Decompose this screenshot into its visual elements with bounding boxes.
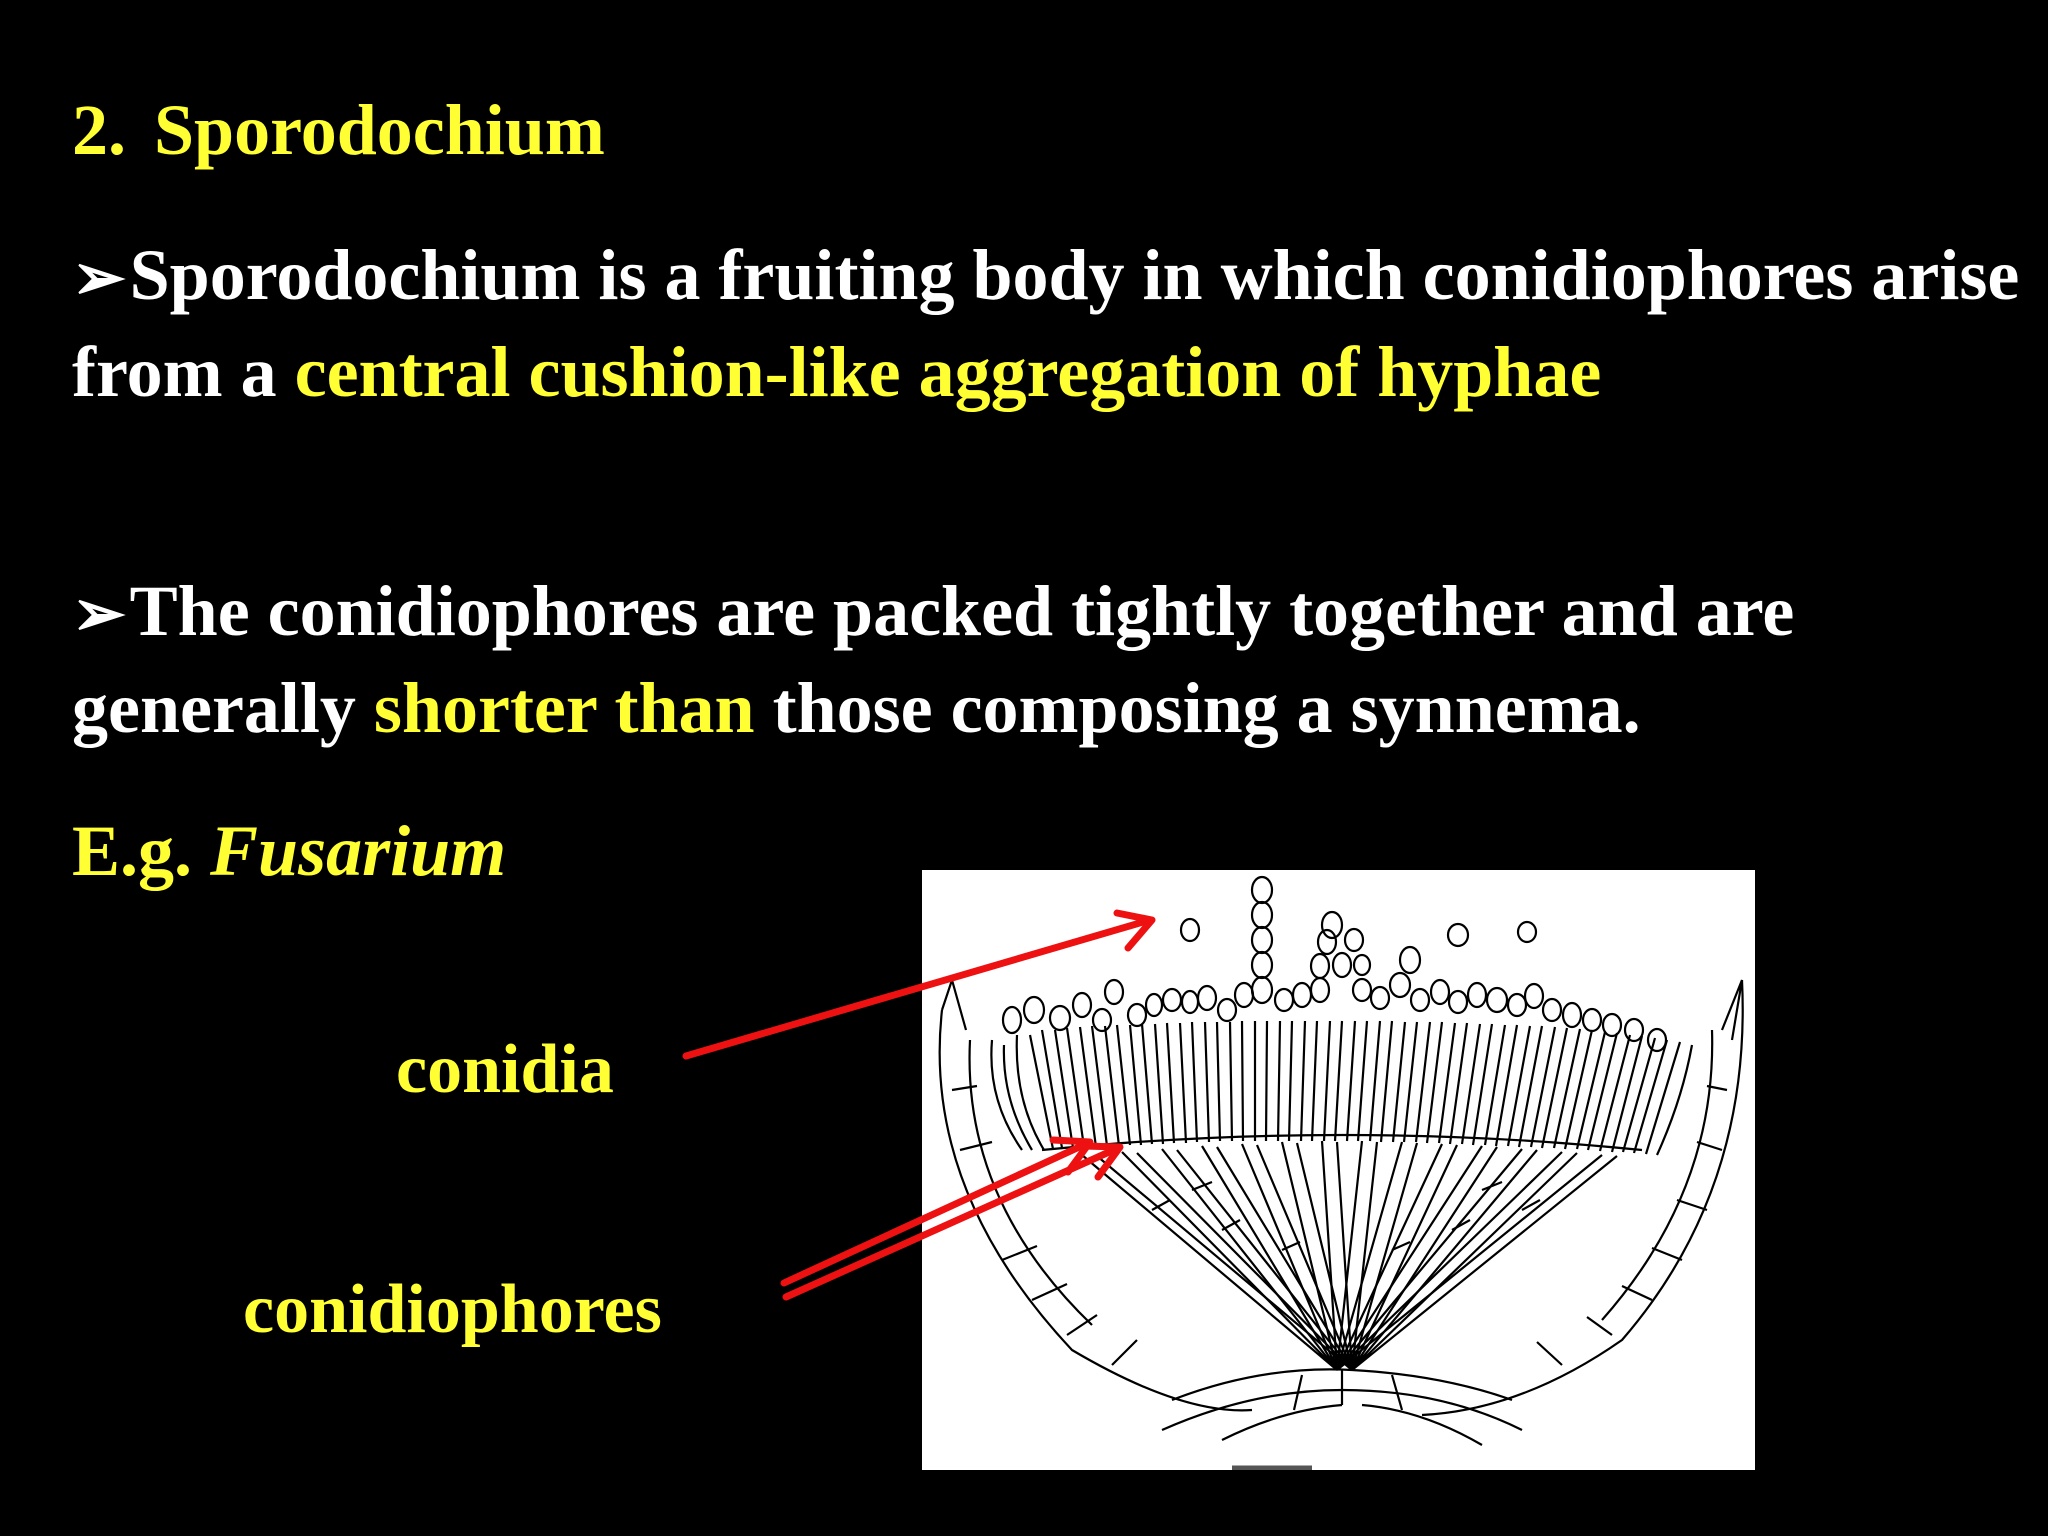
cup-wall-left — [938, 1009, 1253, 1412]
slide-title-text: Sporodochium — [154, 90, 605, 170]
bullet-point-conidiophores: ➢The conidiophores are packed tightly to… — [72, 564, 2032, 756]
bullet-text: The conidiophores are packed tightly tog… — [72, 571, 1795, 748]
example-line: E.g. Fusarium — [72, 806, 506, 896]
bullet-highlight: central cushion-like aggregation of hyph… — [294, 332, 1602, 412]
sporodochium-drawing — [938, 875, 1744, 1471]
example-prefix: E.g. — [72, 811, 193, 891]
bullet-arrow-icon: ➢ — [72, 242, 126, 313]
example-genus: Fusarium — [210, 811, 507, 891]
label-conidia: conidia — [396, 1031, 614, 1108]
bullet-arrow-icon: ➢ — [72, 578, 126, 649]
slide-title: 2. Sporodochium — [72, 86, 605, 174]
bullet-point-definition: ➢Sporodochium is a fruiting body in whic… — [72, 228, 2032, 420]
bullet-text: Sporodochium is a fruiting body in which… — [72, 235, 2020, 412]
sporodochium-illustration — [922, 870, 1755, 1471]
conidiophore-palisade — [990, 1020, 1694, 1156]
bullet-text-end: those composing a synnema. — [754, 668, 1641, 748]
cushion-boundary — [1041, 1133, 1643, 1152]
bullet-highlight: shorter than — [373, 668, 755, 748]
conidia-cluster — [1001, 875, 1668, 1053]
slide-title-number: 2. — [72, 90, 126, 170]
label-conidiophores: conidiophores — [243, 1271, 662, 1348]
cup-wall-right — [1421, 979, 1744, 1417]
